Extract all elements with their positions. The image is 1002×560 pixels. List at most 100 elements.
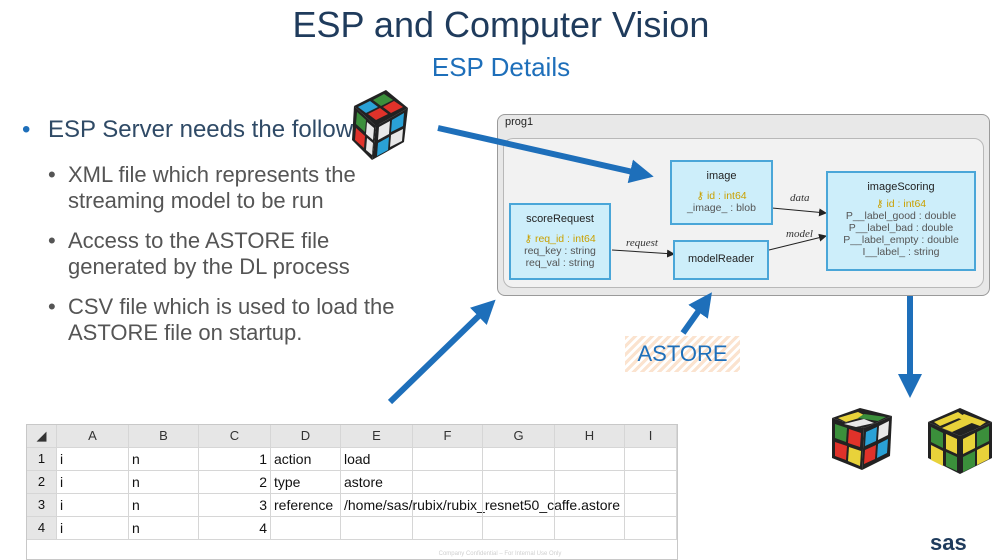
table-cell[interactable]: i: [57, 517, 129, 539]
table-cell[interactable]: n: [129, 471, 199, 493]
table-cell[interactable]: n: [129, 517, 199, 539]
row-number[interactable]: 4: [27, 517, 57, 539]
sub-bullet-text: CSV file which is used to load the ASTOR…: [68, 294, 395, 345]
table-cell[interactable]: action: [271, 448, 341, 470]
table-cell[interactable]: 3: [199, 494, 271, 516]
key-icon: ⚷: [524, 233, 533, 245]
node-field: P__label_bad : double: [848, 222, 954, 234]
table-cell[interactable]: load: [341, 448, 413, 470]
column-header[interactable]: I: [625, 425, 677, 447]
table-cell[interactable]: [413, 471, 483, 493]
table-cell[interactable]: [625, 448, 677, 470]
bullet-main: •ESP Server needs the following:: [22, 116, 392, 143]
table-cell[interactable]: 2: [199, 471, 271, 493]
table-cell[interactable]: i: [57, 494, 129, 516]
node-title: scoreRequest: [526, 213, 594, 225]
table-cell[interactable]: [555, 494, 625, 516]
table-cell[interactable]: [483, 448, 555, 470]
node-title: modelReader: [687, 253, 755, 265]
table-cell[interactable]: [483, 517, 555, 539]
node-field: req_key : string: [524, 245, 596, 257]
node-field: P__label_good : double: [845, 210, 957, 222]
table-cell[interactable]: [625, 494, 677, 516]
table-cell[interactable]: [413, 494, 483, 516]
column-header[interactable]: H: [555, 425, 625, 447]
node-model-reader[interactable]: modelReader: [673, 240, 769, 280]
edge-label-data: data: [790, 192, 810, 204]
rubiks-cube-icon: [352, 90, 408, 160]
select-all-corner[interactable]: ◢: [27, 425, 57, 447]
table-cell[interactable]: [341, 517, 413, 539]
node-field: P__label_empty : double: [843, 234, 959, 246]
request-edge: [611, 249, 675, 258]
column-header[interactable]: C: [199, 425, 271, 447]
rubiks-cube-icon: [832, 408, 892, 470]
table-cell[interactable]: [625, 517, 677, 539]
column-header[interactable]: B: [129, 425, 199, 447]
table-cell[interactable]: [555, 471, 625, 493]
node-field: ⚷ id : int64: [696, 190, 747, 202]
node-field: req_val : string: [525, 257, 595, 269]
key-icon: ⚷: [696, 190, 705, 202]
data-edge: [771, 207, 827, 217]
bullet-main-text: ESP Server needs the following:: [48, 116, 392, 143]
sub-bullet-text: Access to the ASTORE file generated by t…: [68, 228, 350, 279]
node-image-scoring[interactable]: imageScoring ⚷ id : int64 P__label_good …: [826, 171, 976, 271]
table-cell[interactable]: n: [129, 448, 199, 470]
table-cell[interactable]: 4: [199, 517, 271, 539]
table-cell[interactable]: [483, 471, 555, 493]
table-cell[interactable]: [413, 448, 483, 470]
rubiks-cube-icon: [928, 408, 992, 474]
column-header[interactable]: E: [341, 425, 413, 447]
node-title: image: [706, 170, 737, 182]
column-header[interactable]: A: [57, 425, 129, 447]
column-header[interactable]: F: [413, 425, 483, 447]
column-header[interactable]: G: [483, 425, 555, 447]
model-edge: [768, 233, 827, 251]
row-number[interactable]: 1: [27, 448, 57, 470]
node-field: I__label_ : string: [862, 246, 940, 258]
table-cell[interactable]: [271, 517, 341, 539]
project-label: prog1: [505, 116, 534, 128]
node-field: _image_ : blob: [687, 202, 756, 214]
table-cell[interactable]: n: [129, 494, 199, 516]
sub-bullet-text: XML file which represents the streaming …: [68, 162, 356, 213]
table-cell[interactable]: i: [57, 448, 129, 470]
column-header[interactable]: D: [271, 425, 341, 447]
node-field: ⚷ id : int64: [875, 198, 927, 210]
slide-subtitle: ESP Details: [431, 52, 571, 82]
sub-bullet: •CSV file which is used to load the ASTO…: [48, 294, 412, 346]
table-cell[interactable]: i: [57, 471, 129, 493]
sub-bullet: •Access to the ASTORE file generated by …: [48, 228, 412, 280]
astore-label: ASTORE: [625, 336, 740, 372]
row-number[interactable]: 2: [27, 471, 57, 493]
node-score-request[interactable]: scoreRequest ⚷ req_id : int64 req_key : …: [509, 203, 611, 280]
node-image[interactable]: image ⚷ id : int64 _image_ : blob: [670, 160, 773, 225]
table-cell[interactable]: type: [271, 471, 341, 493]
node-field: ⚷ req_id : int64: [524, 233, 596, 245]
row-number[interactable]: 3: [27, 494, 57, 516]
sas-logo: sas: [930, 530, 967, 555]
table-cell[interactable]: [413, 517, 483, 539]
node-title: imageScoring: [867, 181, 935, 193]
column-header-row: ◢ A B C D E F G H I: [27, 425, 677, 448]
table-cell[interactable]: [555, 517, 625, 539]
table-cell[interactable]: [625, 471, 677, 493]
table-cell[interactable]: astore: [341, 471, 413, 493]
sub-bullet: •XML file which represents the streaming…: [48, 162, 412, 214]
table-cell[interactable]: [483, 494, 555, 516]
edge-label-request: request: [626, 237, 658, 249]
table-cell[interactable]: /home/sas/rubix/rubix_resnet50_caffe.ast…: [341, 494, 620, 516]
table-cell[interactable]: reference: [271, 494, 341, 516]
diagram-edges: [611, 207, 827, 258]
table-cell[interactable]: 1: [199, 448, 271, 470]
slide-title: ESP and Computer Vision: [292, 4, 710, 45]
astore-input-arrow: [680, 292, 712, 335]
edge-label-model: model: [786, 228, 813, 240]
table-cell[interactable]: [555, 448, 625, 470]
